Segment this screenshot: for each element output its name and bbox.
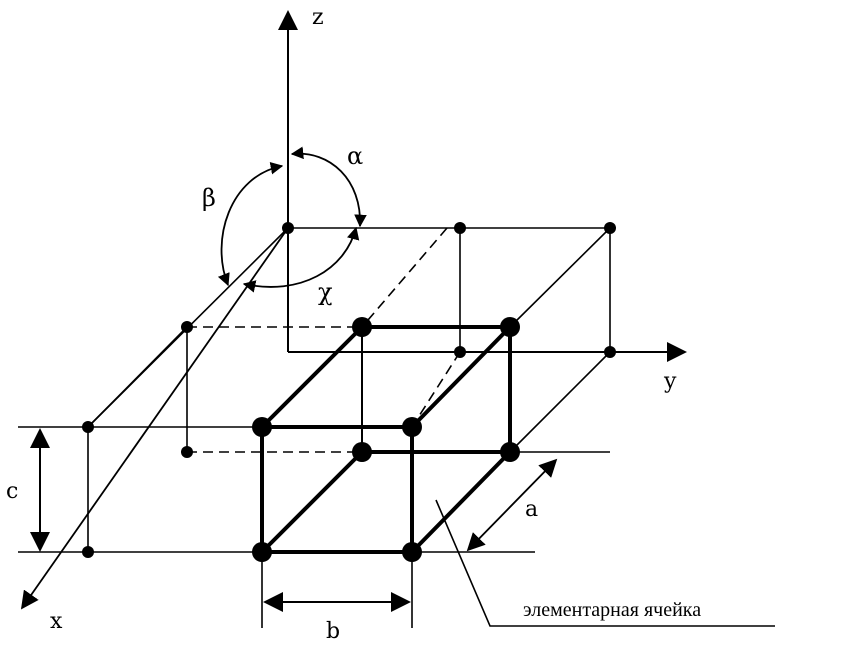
beta-arc	[217, 161, 284, 287]
alpha-label: α	[347, 142, 363, 170]
caption-leader	[435, 499, 775, 627]
labels: z y x α β χ c b a элементарная ячейка	[6, 5, 701, 644]
y-axis-label: y	[663, 369, 677, 394]
lattice-lines	[18, 227, 611, 553]
edge-a-label: a	[525, 497, 538, 522]
unit-cell	[260, 325, 512, 554]
coordinate-axes	[20, 10, 687, 610]
z-axis-label: z	[312, 5, 324, 30]
unit-cell-caption: элементарная ячейка	[523, 599, 701, 621]
gamma-label: χ	[318, 278, 333, 306]
a-dimension	[466, 458, 558, 552]
x-axis-label: x	[50, 609, 63, 634]
hidden-edges	[187, 227, 461, 453]
edge-b-label: b	[326, 619, 340, 644]
edge-c-label: c	[6, 479, 18, 504]
gamma-arc	[242, 226, 360, 293]
beta-label: β	[202, 184, 216, 212]
angle-arcs	[217, 146, 367, 293]
alpha-arc	[290, 146, 367, 228]
dimension-arrows	[30, 428, 775, 628]
